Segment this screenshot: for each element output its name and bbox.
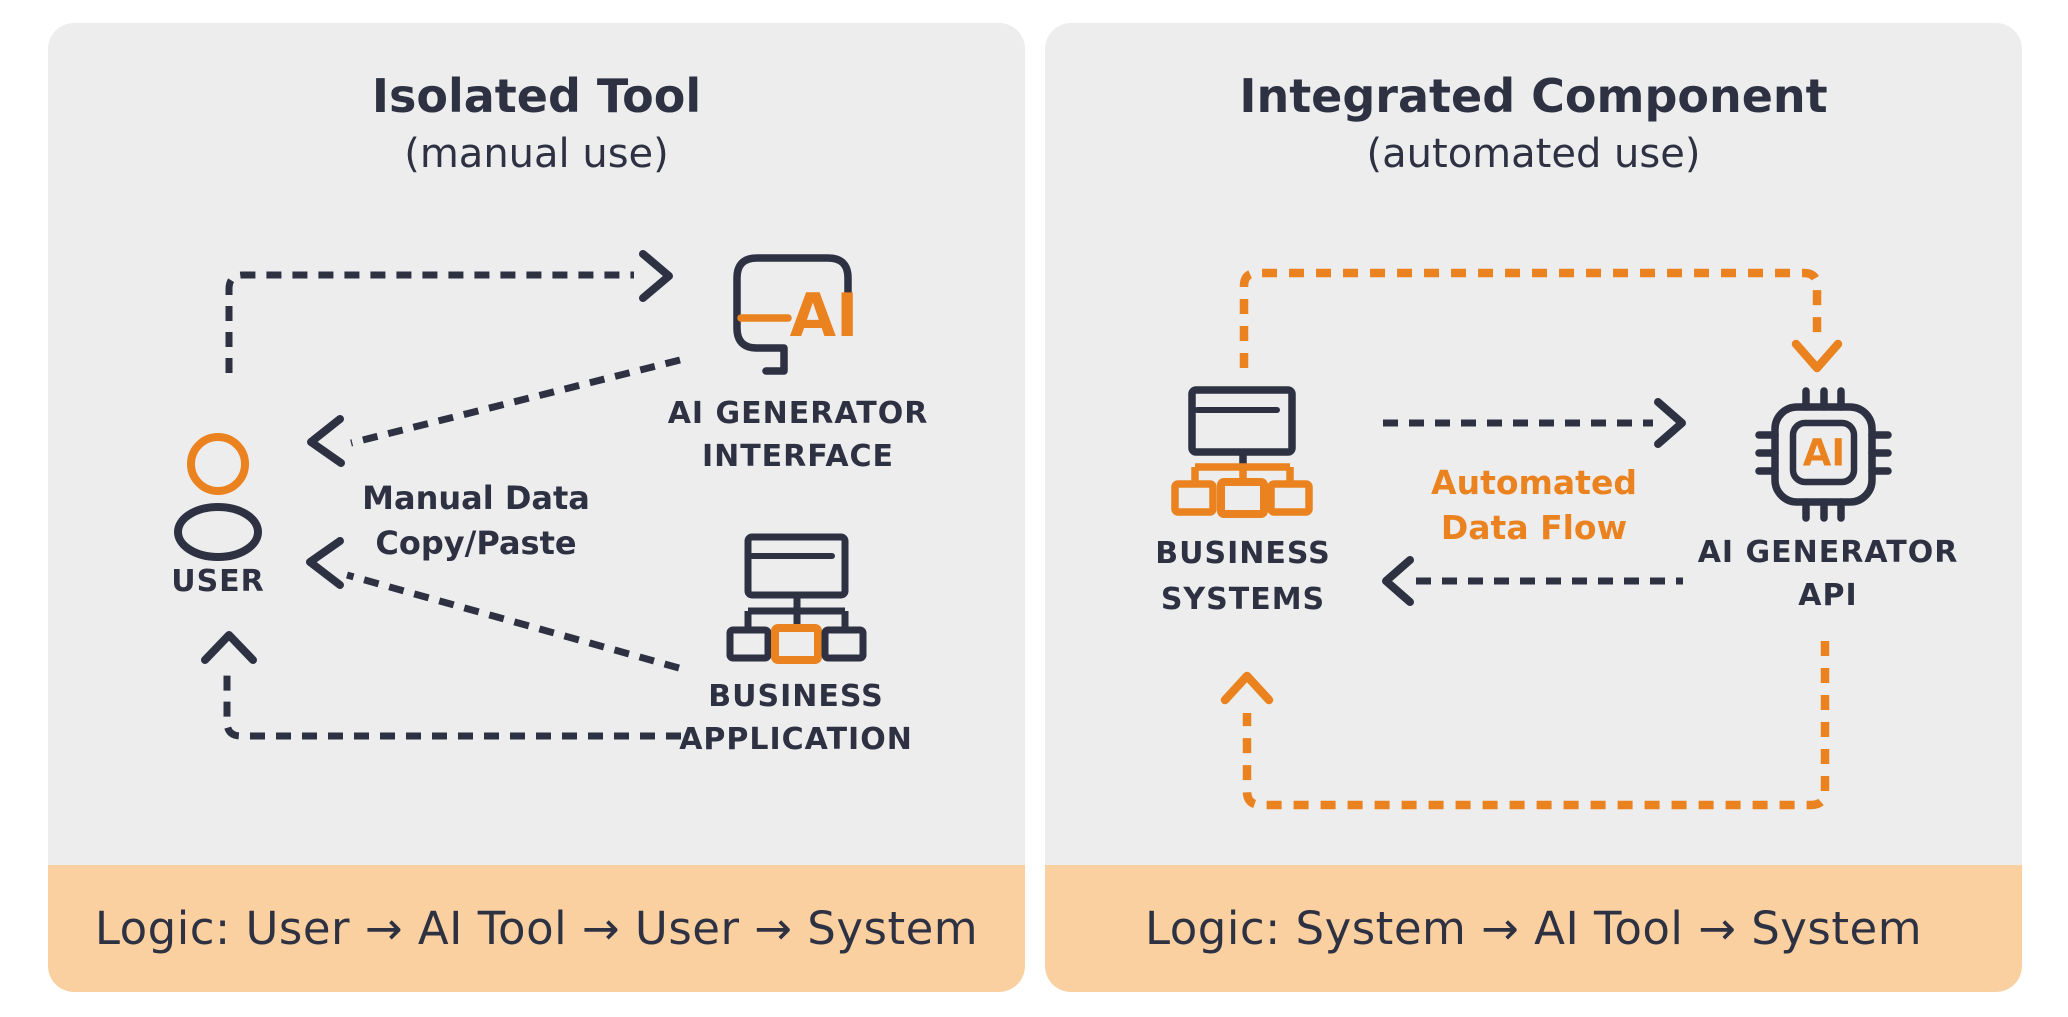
- api-to-business-arrow: [1382, 556, 1683, 606]
- integrated-component-panel: Integrated Component (automated use): [1045, 23, 2022, 992]
- user-icon: [174, 433, 262, 561]
- ai-generator-api-chip-icon: [1755, 387, 1892, 522]
- panel-subtitle: (automated use): [1366, 131, 1701, 177]
- business-application-label: BUSINESS APPLICATION: [679, 679, 913, 757]
- business-to-user-arrow: [306, 537, 680, 672]
- system-to-ai-loop-arrow: [1239, 268, 1843, 373]
- ai-generator-interface-label: AI GENERATOR INTERFACE: [667, 396, 929, 474]
- automated-data-flow-label: Automated Data Flow: [1431, 463, 1637, 547]
- panel-title: Isolated Tool: [371, 69, 702, 123]
- ai-to-system-loop-arrow: [1220, 641, 1830, 810]
- ai-generator-api-label: AI GENERATOR API: [1697, 535, 1959, 613]
- integrated-diagram: [1171, 268, 1892, 810]
- isolated-logic-footer: Logic: User → AI Tool → User → System: [48, 865, 1025, 992]
- ai-to-user-arrow: [307, 356, 681, 467]
- isolated-tool-panel: Isolated Tool (manual use): [48, 23, 1025, 992]
- ai-chip-icon-text: AI: [1802, 431, 1846, 475]
- business-application-icon: [726, 533, 867, 664]
- integrated-logic-footer: Logic: System → AI Tool → System: [1045, 865, 2022, 992]
- business-systems-icon: [1171, 386, 1313, 518]
- isolated-diagram: [174, 250, 867, 740]
- panel-subtitle: (manual use): [404, 131, 669, 177]
- manual-data-flow-label: Manual Data Copy/Paste: [362, 479, 590, 562]
- ai-bubble-icon-text: AI: [789, 281, 859, 351]
- ai-generator-interface-icon: [733, 254, 852, 375]
- user-to-ai-arrow: [225, 250, 673, 373]
- business-to-api-arrow: [1383, 398, 1686, 448]
- panel-title: Integrated Component: [1239, 69, 1828, 123]
- user-label: USER: [171, 564, 265, 599]
- business-systems-label: BUSINESS SYSTEMS: [1155, 536, 1331, 617]
- business-to-user-return-arrow: [201, 631, 681, 740]
